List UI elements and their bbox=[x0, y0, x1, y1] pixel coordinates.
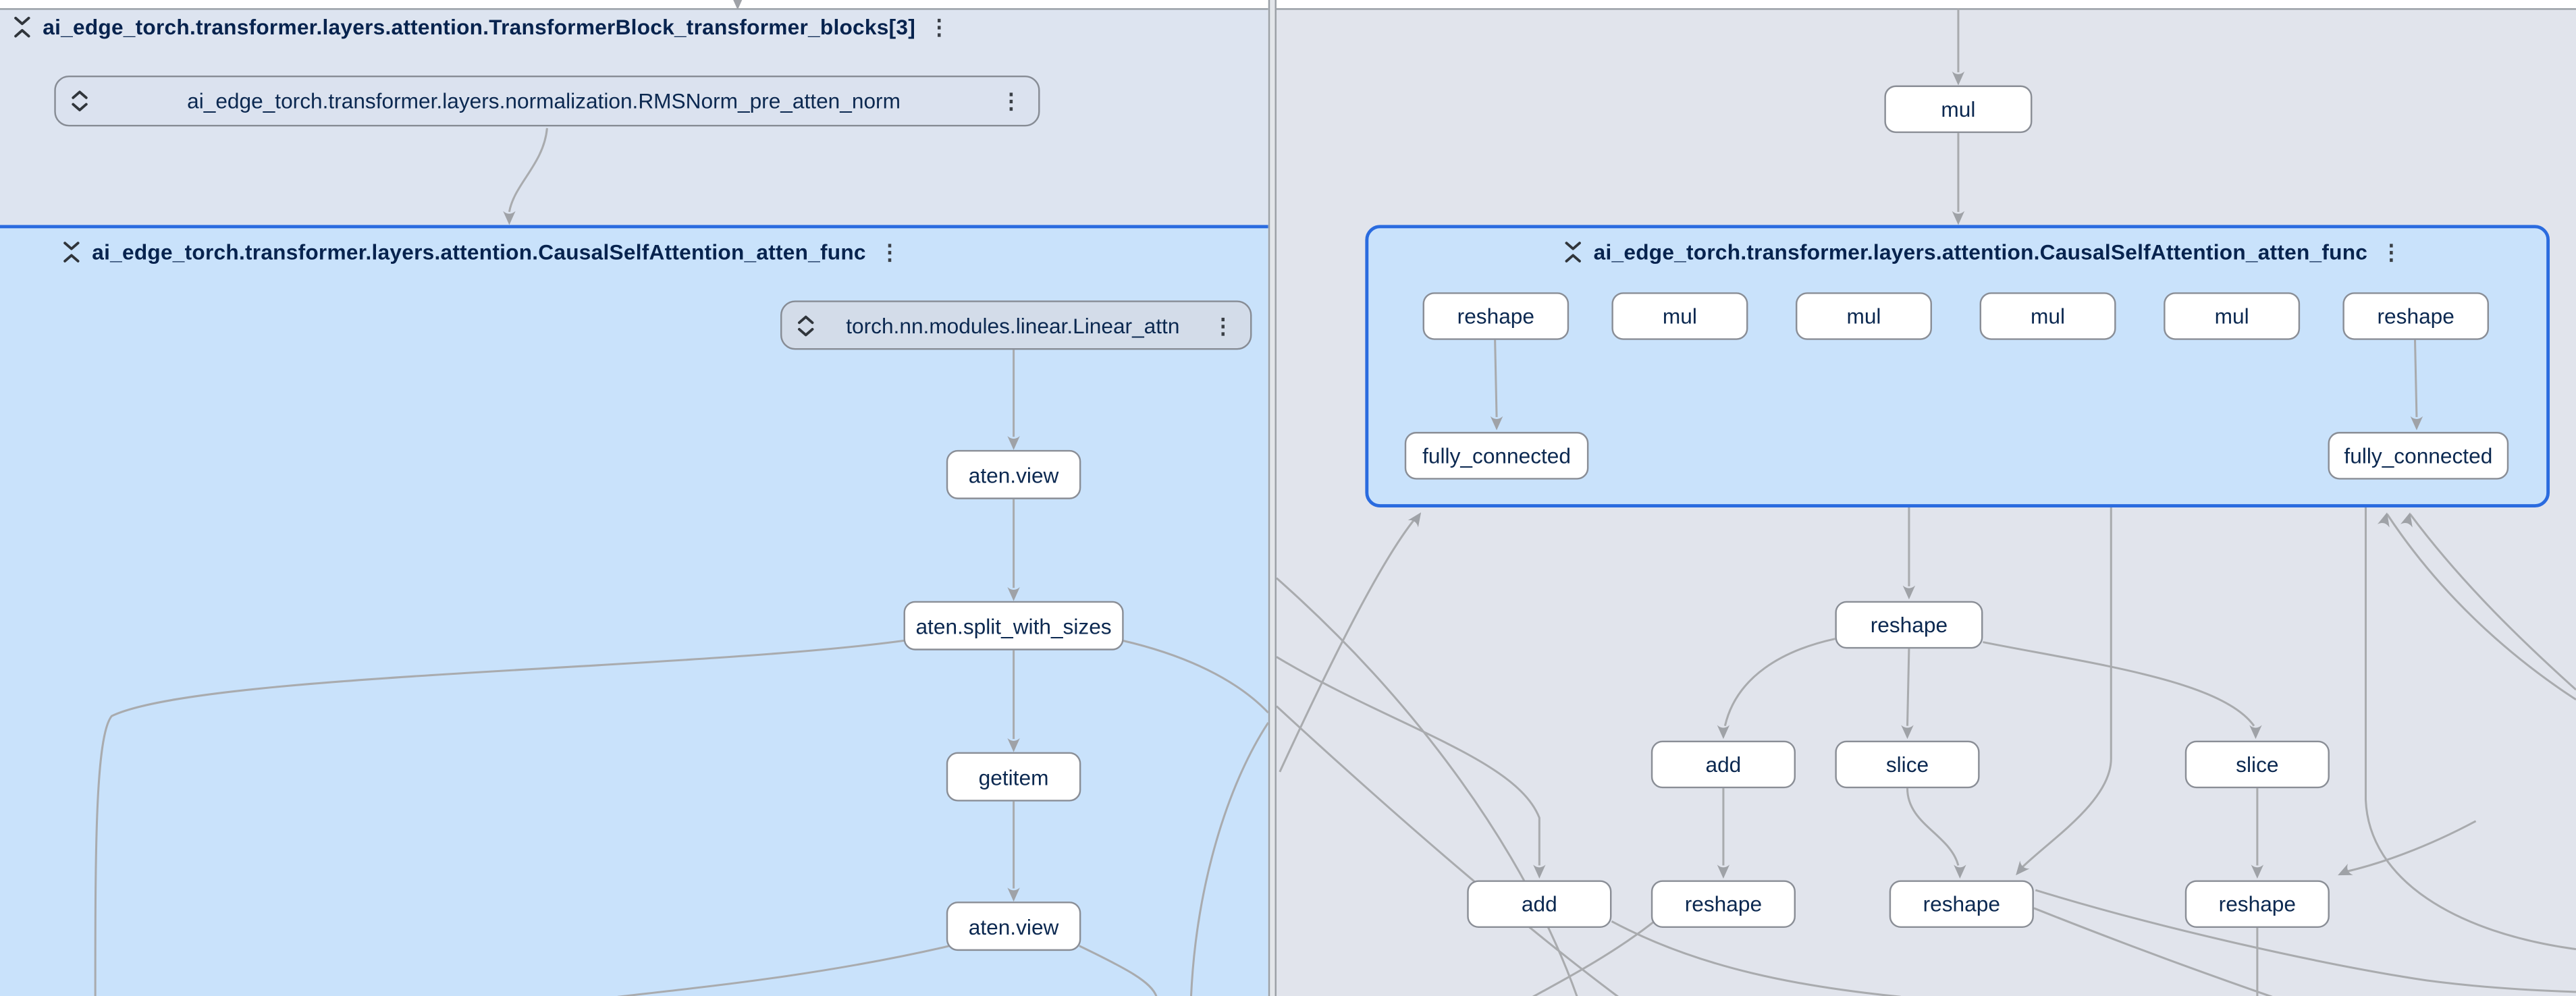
linear-layer-node[interactable]: torch.nn.modules.linear.Linear_attn ⋮ bbox=[780, 300, 1252, 350]
more-options-icon[interactable]: ⋮ bbox=[928, 14, 950, 40]
left-graph-pane: ai_edge_torch.transformer.layers.attenti… bbox=[0, 0, 1268, 996]
rmsnorm-layer-node[interactable]: ai_edge_torch.transformer.layers.normali… bbox=[54, 75, 1040, 127]
attention-panel-title-left: ai_edge_torch.transformer.layers.attenti… bbox=[92, 240, 866, 265]
attention-panel-header-right[interactable]: ai_edge_torch.transformer.layers.attenti… bbox=[1564, 240, 2404, 265]
pane-resize-divider[interactable] bbox=[1268, 0, 1277, 996]
op-node-getitem[interactable]: getitem bbox=[946, 752, 1081, 802]
unfold-less-icon[interactable] bbox=[1564, 242, 1582, 263]
op-node-reshape-1[interactable]: reshape bbox=[1422, 292, 1569, 340]
op-node-mul-top[interactable]: mul bbox=[1884, 85, 2033, 134]
op-node-reshape-4[interactable]: reshape bbox=[1889, 880, 2034, 929]
op-node-reshape-2[interactable]: reshape bbox=[2342, 292, 2490, 340]
transformer-block-title: ai_edge_torch.transformer.layers.attenti… bbox=[43, 14, 915, 40]
op-node-mul-2[interactable]: mul bbox=[1796, 292, 1932, 340]
rmsnorm-layer-label: ai_edge_torch.transformer.layers.normali… bbox=[187, 88, 901, 113]
op-node-aten-view[interactable]: aten.view bbox=[946, 449, 1081, 499]
linear-layer-label: torch.nn.modules.linear.Linear_attn bbox=[846, 312, 1180, 338]
more-options-icon[interactable]: ⋮ bbox=[2380, 240, 2403, 265]
attention-panel-title-right: ai_edge_torch.transformer.layers.attenti… bbox=[1593, 240, 2368, 265]
op-node-reshape-3[interactable]: reshape bbox=[1651, 880, 1796, 929]
attention-panel-header-left[interactable]: ai_edge_torch.transformer.layers.attenti… bbox=[62, 240, 902, 265]
op-node-mul-4[interactable]: mul bbox=[2164, 292, 2301, 340]
op-node-aten-view-2[interactable]: aten.view bbox=[946, 902, 1081, 951]
unfold-less-icon[interactable] bbox=[62, 242, 80, 263]
op-node-fully-connected-1[interactable]: fully_connected bbox=[1404, 432, 1589, 480]
op-node-add-2[interactable]: add bbox=[1467, 880, 1612, 929]
op-node-reshape-5[interactable]: reshape bbox=[2184, 880, 2330, 929]
unfold-more-icon[interactable] bbox=[797, 314, 815, 336]
op-node-add-1[interactable]: add bbox=[1651, 740, 1796, 789]
op-node-fully-connected-2[interactable]: fully_connected bbox=[2328, 432, 2509, 480]
op-node-reshape-mid[interactable]: reshape bbox=[1835, 601, 1983, 649]
op-node-mul-1[interactable]: mul bbox=[1611, 292, 1748, 340]
right-graph-pane: mul ai_edge_torch.transformer.layers.att… bbox=[1276, 0, 2576, 996]
op-node-slice-2[interactable]: slice bbox=[2184, 740, 2330, 789]
transformer-block-header[interactable]: ai_edge_torch.transformer.layers.attenti… bbox=[13, 14, 951, 40]
more-options-icon[interactable]: ⋮ bbox=[879, 240, 901, 265]
unfold-less-icon[interactable] bbox=[13, 16, 31, 38]
more-options-icon[interactable]: ⋮ bbox=[1212, 312, 1234, 338]
more-options-icon[interactable]: ⋮ bbox=[1000, 88, 1022, 113]
op-node-mul-3[interactable]: mul bbox=[1979, 292, 2116, 340]
op-node-aten-split-with-sizes[interactable]: aten.split_with_sizes bbox=[903, 601, 1124, 651]
unfold-more-icon[interactable] bbox=[71, 90, 89, 112]
op-node-slice-1[interactable]: slice bbox=[1835, 740, 1980, 789]
